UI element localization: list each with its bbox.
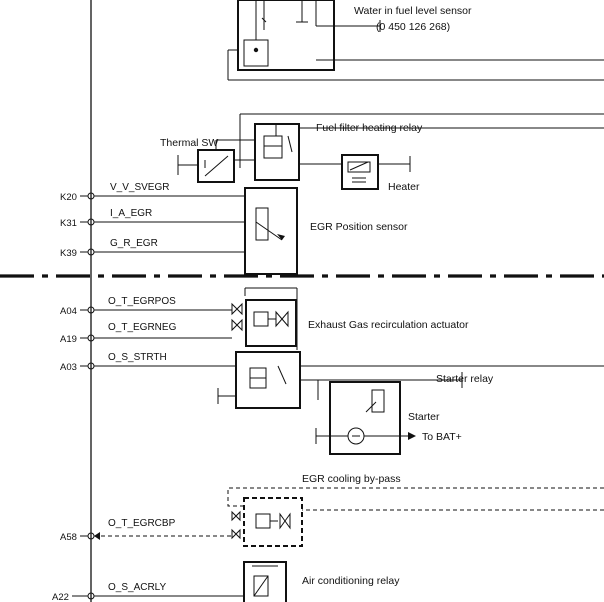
actuator-valve-left (231, 302, 243, 316)
starter-relay (235, 351, 301, 409)
starter-label: Starter (408, 411, 440, 423)
pin-a03: A03 (60, 362, 77, 373)
signal-g-r-egr: G_R_EGR (110, 238, 158, 249)
pin-a58: A58 (60, 532, 77, 543)
signal-o-t-egrcbp: O_T_EGRCBP (108, 518, 176, 529)
heater-element (341, 154, 379, 190)
signal-o-t-egrpos: O_T_EGRPOS (108, 296, 176, 307)
pin-a19: A19 (60, 334, 77, 345)
starter-relay-label: Starter relay (436, 373, 494, 385)
pin-k39: K39 (60, 248, 77, 259)
egr-position-sensor (244, 187, 298, 275)
pin-a22: A22 (52, 592, 69, 602)
thermal-switch-label: Thermal SW (160, 137, 218, 149)
egr-bypass-dashed-line (227, 487, 604, 507)
signal-v-v-svegr: V_V_SVEGR (110, 182, 169, 193)
water-sensor-part-number: (0 450 126 268) (376, 21, 450, 33)
egr-actuator-label: Exhaust Gas recirculation actuator (308, 319, 469, 331)
pin-k20: K20 (60, 192, 77, 203)
signal-o-t-egrneg: O_T_EGRNEG (108, 322, 177, 333)
egr-actuator (245, 299, 297, 347)
egr-bypass-valve (243, 497, 303, 547)
to-bat-label: To BAT+ (422, 431, 462, 443)
signal-o-s-acrly: O_S_ACRLY (108, 582, 167, 593)
pin-k31: K31 (60, 218, 77, 229)
signal-o-s-strth: O_S_STRTH (108, 352, 167, 363)
fuel-filter-relay-label: Fuel filter heating relay (316, 122, 423, 134)
ac-relay-label: Air conditioning relay (302, 575, 400, 587)
heater-label: Heater (388, 181, 420, 193)
air-conditioning-relay (243, 561, 287, 602)
water-in-fuel-sensor (227, 0, 604, 81)
fuel-filter-heating-relay (254, 123, 300, 181)
starter-motor (329, 381, 401, 455)
thermal-switch (197, 149, 235, 183)
egr-bypass-label: EGR cooling by-pass (302, 473, 401, 485)
egr-position-sensor-label: EGR Position sensor (310, 221, 408, 233)
signal-i-a-egr: I_A_EGR (110, 208, 152, 219)
pin-a04: A04 (60, 306, 77, 317)
water-sensor-label: Water in fuel level sensor (354, 5, 472, 17)
